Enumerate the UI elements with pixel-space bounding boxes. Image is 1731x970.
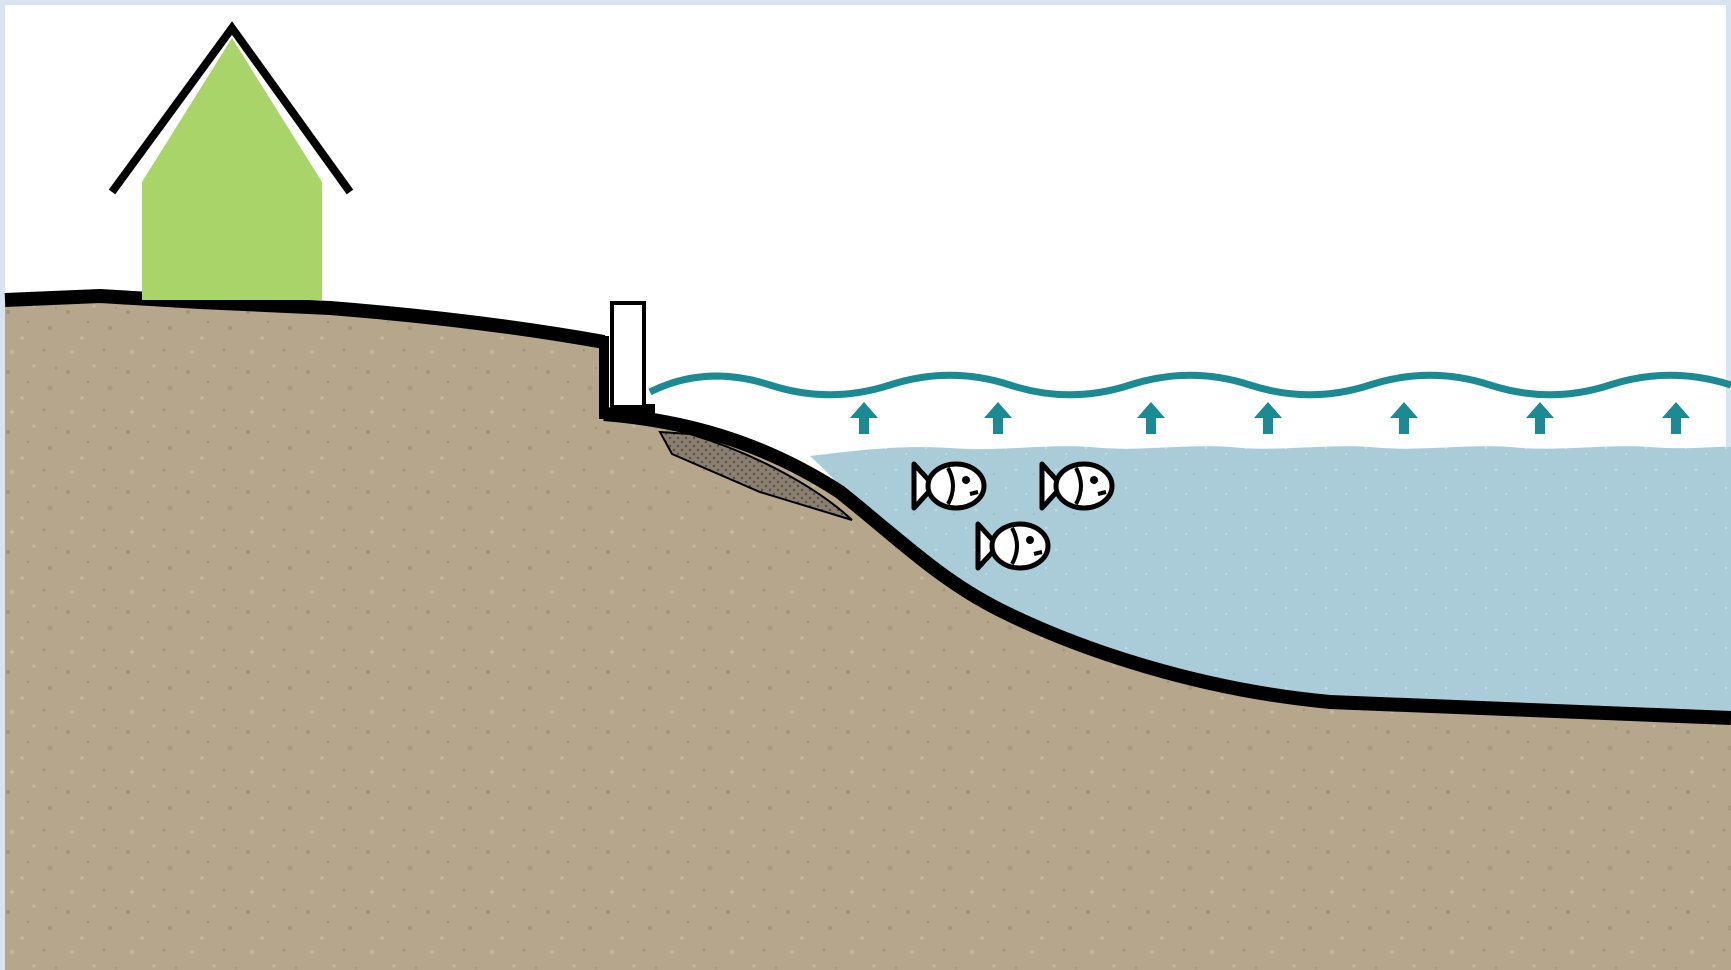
- fish-icon: [975, 521, 1051, 571]
- house-icon: [108, 21, 354, 300]
- arrow-up-icon: [1390, 402, 1418, 434]
- arrow-up-icon: [984, 402, 1012, 434]
- arrow-up-icon: [1662, 402, 1690, 434]
- arrow-up-icon: [1254, 402, 1282, 434]
- ground-soil: [5, 294, 1731, 970]
- fish-icon: [911, 461, 987, 511]
- raised-water-line: [648, 371, 1731, 399]
- fish-icon: [1039, 461, 1115, 511]
- rising-arrows: [850, 402, 1690, 434]
- water-body: [810, 446, 1731, 720]
- ground-outline: [4, 289, 606, 349]
- bank-outline: [603, 407, 1731, 725]
- riprap-revetment: [658, 430, 853, 521]
- arrow-up-icon: [1137, 402, 1165, 434]
- arrow-up-icon: [1526, 402, 1554, 434]
- seawall: [599, 301, 655, 419]
- fish-school: [911, 461, 1115, 571]
- arrow-up-icon: [850, 402, 878, 434]
